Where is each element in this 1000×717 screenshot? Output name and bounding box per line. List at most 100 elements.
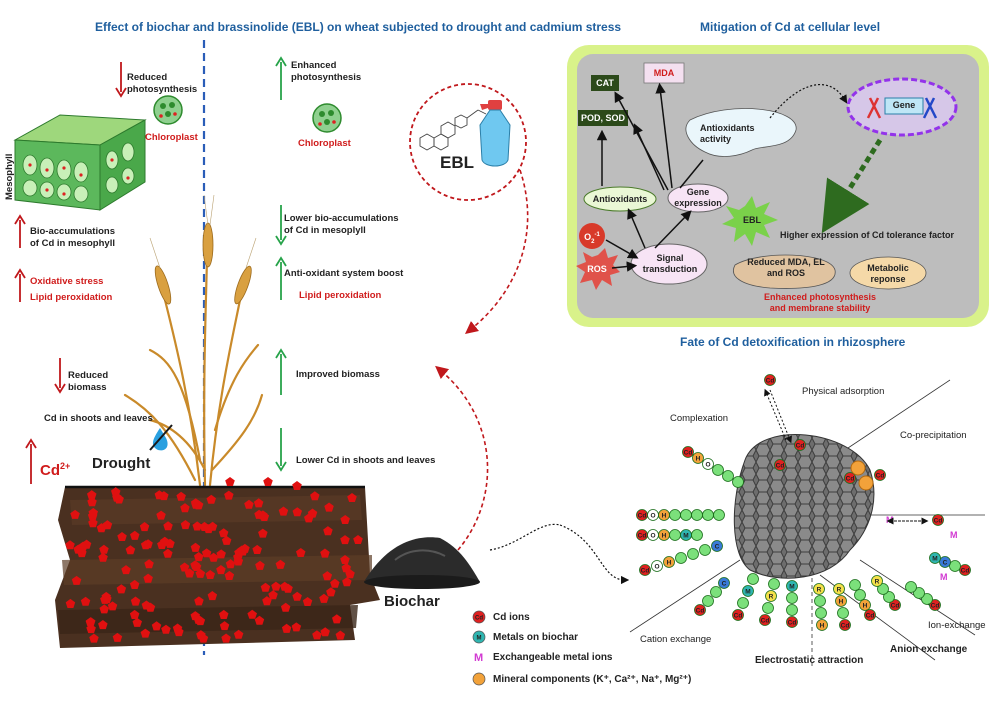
carbon-atom [939,556,951,568]
cd-ion-text: Cd [776,463,785,470]
cd-ion-text: Cd [766,378,775,385]
soil-cd-ion [302,597,313,606]
soil-cd-ion [191,499,201,509]
soil-cd-ion [216,549,226,559]
r-group-atom [833,583,845,595]
r-group-atom [765,590,777,602]
soil-cd-ion [219,621,230,631]
electrostatic-label: Electrostatic attraction [755,655,864,666]
soil-cd-ions [65,477,363,643]
soil-cd-ion [255,560,265,570]
soil-cd-ion [98,620,108,630]
soil-cd-ion [207,591,218,601]
soil-cd-ion [129,579,140,589]
soil-cd-ion [107,601,118,611]
cd-ion [764,374,776,386]
soil-cd-ion [224,570,235,580]
soil-cd-ion [224,490,234,500]
legend-symbol-3 [472,672,486,686]
soil-cd-ion [203,524,214,534]
hydrogen-atom [835,595,847,607]
cd2-label: Cd2+ [40,461,71,479]
oxygen-atom [702,458,714,470]
soil-cd-ion [87,497,97,507]
biochar-label: Biochar [384,593,440,610]
soil-cd-ion [280,581,290,591]
green-atom [883,591,895,603]
metal-atom-text: M [932,556,937,563]
chloroplast-right-icon [312,103,342,133]
cd-ion [786,616,798,628]
soil-cd-ion [163,548,173,558]
wheat-plant [123,258,264,487]
cd-ion [844,472,856,484]
chloroplast-left-label: Chloroplast [145,132,198,143]
metal-atom [742,585,754,597]
soil-cd-ion [221,633,231,643]
soil-cd-ion [335,630,346,640]
green-atom [702,595,714,607]
ebl-molecule-icon [419,109,487,151]
soil-cd-ion [87,490,97,500]
soil-cd-ion [206,494,216,504]
soil-cd-ion [180,503,190,513]
cd-ion [759,614,771,626]
soil-cd-ion [116,584,127,594]
soil-cd-ion [208,552,219,562]
legend-mineral: Mineral components (K⁺, Ca²⁺, Na⁺, Mg²⁺) [493,674,692,685]
soil-cd-ion [322,571,333,581]
ros-burst [576,248,620,290]
soil-cd-ion [347,493,357,502]
hydrogen-atom [663,556,675,568]
soil-cd-ion [278,506,289,516]
carbon-atom-text: C [722,581,727,588]
soil-cd-ion [88,518,98,528]
soil-cd-ion [262,596,272,606]
hydrogen-atom-text: H [839,599,844,606]
soil-cd-ion [260,582,271,592]
green-atom [837,607,849,619]
o2-circle [579,223,605,249]
exchangeable-metal-ion: M [886,515,894,525]
soil-cd-ion [140,628,151,638]
oxygen-atom-text: O [650,533,655,540]
green-atom [675,552,687,564]
soil-cd-ion [70,509,80,519]
soil-cd-ion [179,562,190,572]
soil-cd-ion [320,627,330,637]
co-precipitation-label: Co-precipitation [900,430,967,441]
cd-ion-text: Cd [788,620,797,627]
biochar-to-plant-arrow [435,365,489,551]
oxidative-stress-label: Oxidative stress [30,276,104,287]
cd-ion [639,564,651,576]
cd-ion-text: Cd [684,450,693,457]
soil-cd-ion [244,499,254,509]
cd-ion [732,609,744,621]
soil-cd-ion [326,587,336,597]
cd-ion-text: Cd [796,443,805,450]
soil-cd-ion [195,568,206,578]
soil-cd-ion [292,507,302,517]
pod-sod-box: POD, SOD [580,113,625,123]
cd-ion [794,439,806,451]
soil-cd-ion [121,565,131,575]
soil-cd-ion [190,560,200,570]
soil-cd-ion [102,520,113,530]
r-group-atom [871,575,883,587]
legend-symbol-text-1: M [477,636,482,642]
gene-box [884,97,924,115]
soil-cd-ion [143,539,153,549]
soil-cd-ion [233,629,244,639]
soil-cd-ion [292,591,302,601]
r-group-atom-text: R [769,594,774,601]
green-atom [713,509,725,521]
lipid-peroxidation-left-label: Lipid peroxidation [30,292,113,303]
r-group-atom-text: R [875,579,880,586]
hydrogen-atom-text: H [662,533,667,540]
r-group-atom-text: R [817,587,822,594]
soil-cd-ion [193,614,204,624]
